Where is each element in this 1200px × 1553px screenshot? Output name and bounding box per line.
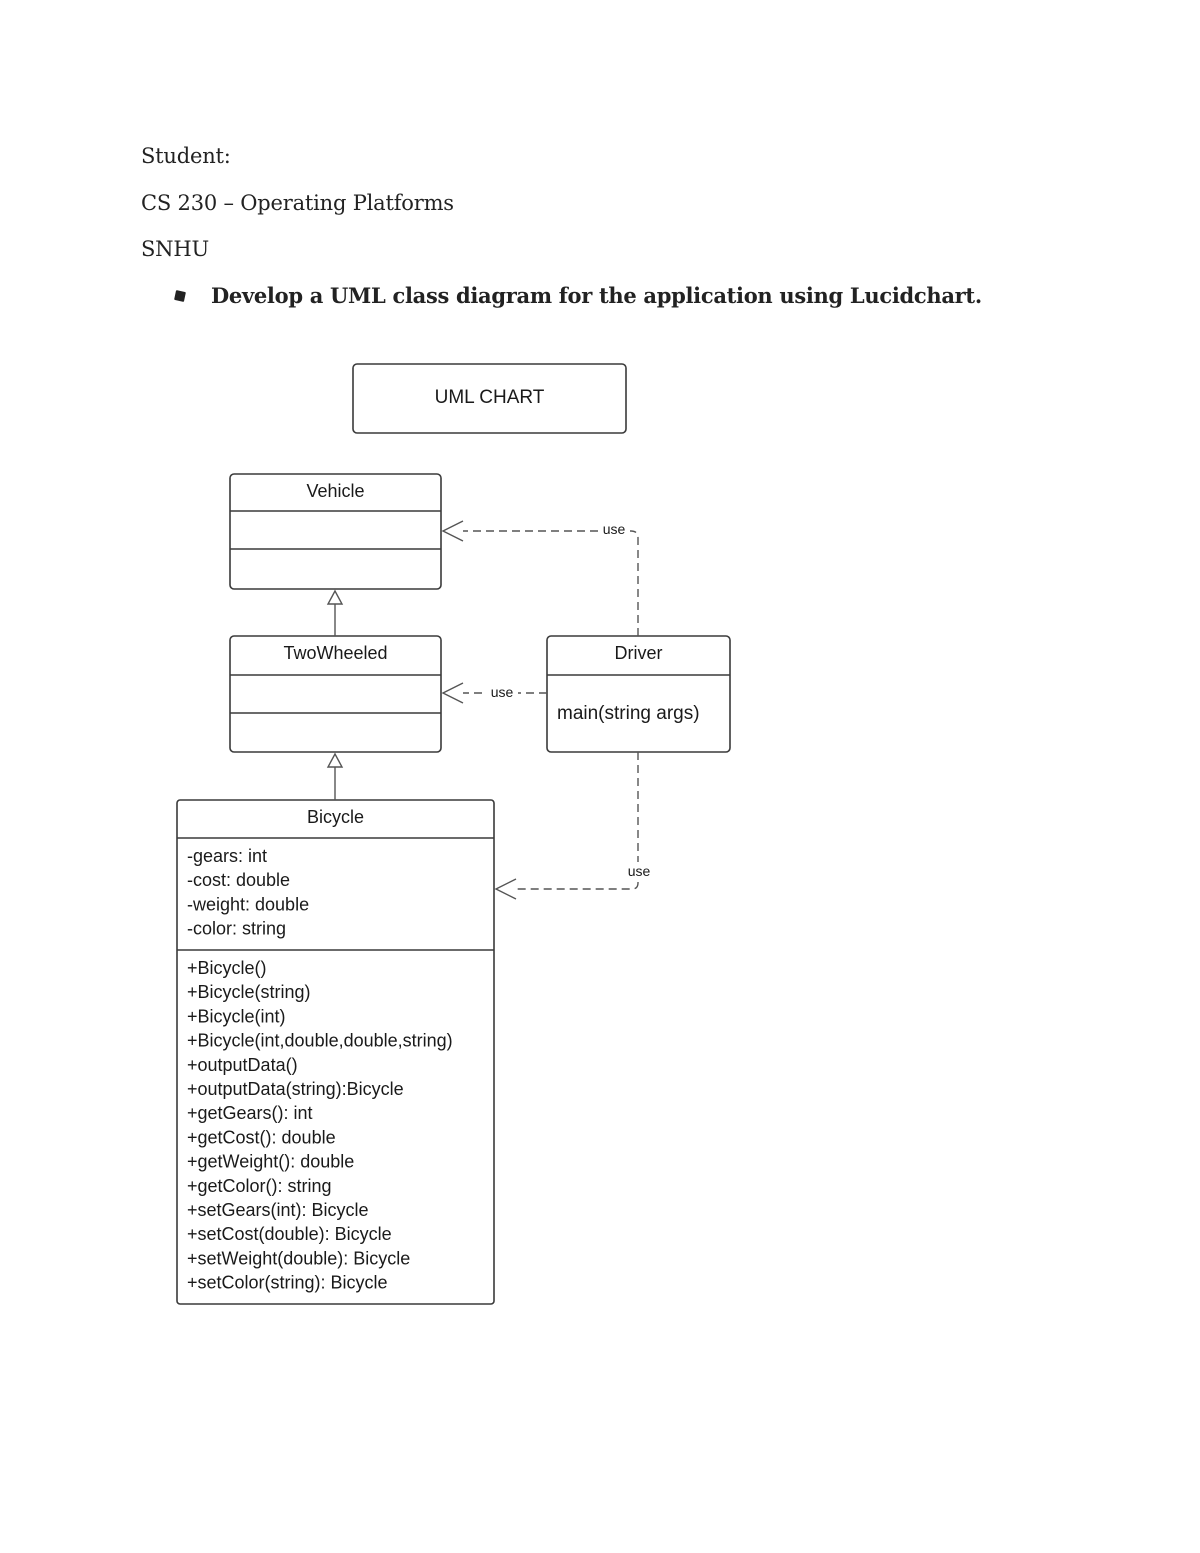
bicycle-method: +Bicycle(int) bbox=[187, 1006, 286, 1026]
bicycle-method: +Bicycle(string) bbox=[187, 982, 311, 1002]
inheritance-two-wheeled-to-vehicle bbox=[326, 589, 344, 636]
bicycle-method: +setWeight(double): Bicycle bbox=[187, 1248, 410, 1268]
use-label-bicycle: use bbox=[628, 863, 651, 879]
use-label-vehicle: use bbox=[603, 521, 626, 537]
class-bicycle: Bicycle -gears: int -cost: double -weight:… bbox=[176, 799, 495, 1305]
class-vehicle: Vehicle bbox=[229, 473, 442, 590]
use-label-two-wheeled: use bbox=[491, 684, 514, 700]
course-title: CS 230 – Operating Platforms bbox=[141, 191, 454, 215]
bicycle-method: +Bicycle(int,double,double,string) bbox=[187, 1031, 453, 1051]
bicycle-method: +getWeight(): double bbox=[187, 1152, 354, 1172]
bicycle-attribute-list: -gears: int -cost: double -weight: double -… bbox=[187, 846, 309, 939]
class-name-vehicle: Vehicle bbox=[306, 481, 364, 501]
driver-method: main(string args) bbox=[557, 703, 700, 724]
bicycle-method: +getColor(): string bbox=[187, 1176, 332, 1196]
bicycle-method: +Bicycle() bbox=[187, 958, 267, 978]
inheritance-bicycle-to-two-wheeled bbox=[326, 752, 344, 800]
class-driver: Driver main(string args) bbox=[546, 635, 731, 753]
dependency-driver-to-vehicle: use bbox=[441, 520, 639, 636]
bicycle-attribute: -cost: double bbox=[187, 870, 290, 890]
class-name-driver: Driver bbox=[615, 643, 663, 663]
bicycle-attribute: -gears: int bbox=[187, 846, 267, 866]
class-name-two-wheeled: TwoWheeled bbox=[283, 643, 387, 663]
bicycle-method: +setCost(double): Bicycle bbox=[187, 1224, 392, 1244]
class-name-bicycle: Bicycle bbox=[307, 807, 364, 827]
dependency-driver-to-two-wheeled: use bbox=[441, 682, 547, 704]
uml-title-box: UML CHART bbox=[352, 363, 627, 434]
bicycle-method: +outputData(string):Bicycle bbox=[187, 1079, 404, 1099]
bicycle-method: +setColor(string): Bicycle bbox=[187, 1273, 388, 1293]
bicycle-attribute: -color: string bbox=[187, 919, 286, 939]
uml-title: UML CHART bbox=[435, 387, 545, 408]
student-label: Student: bbox=[141, 144, 231, 168]
bicycle-attribute: -weight: double bbox=[187, 894, 309, 914]
task-text: Develop a UML class diagram for the appl… bbox=[211, 283, 982, 308]
bicycle-method: +outputData() bbox=[187, 1055, 298, 1075]
school-name: SNHU bbox=[141, 237, 209, 261]
dependency-driver-to-bicycle: use bbox=[494, 752, 655, 900]
bicycle-method: +getCost(): double bbox=[187, 1127, 336, 1147]
class-two-wheeled: TwoWheeled bbox=[229, 635, 442, 753]
bicycle-method-list: +Bicycle() +Bicycle(string) +Bicycle(int) +… bbox=[187, 958, 453, 1293]
bicycle-method: +getGears(): int bbox=[187, 1103, 313, 1123]
bicycle-method: +setGears(int): Bicycle bbox=[187, 1200, 369, 1220]
